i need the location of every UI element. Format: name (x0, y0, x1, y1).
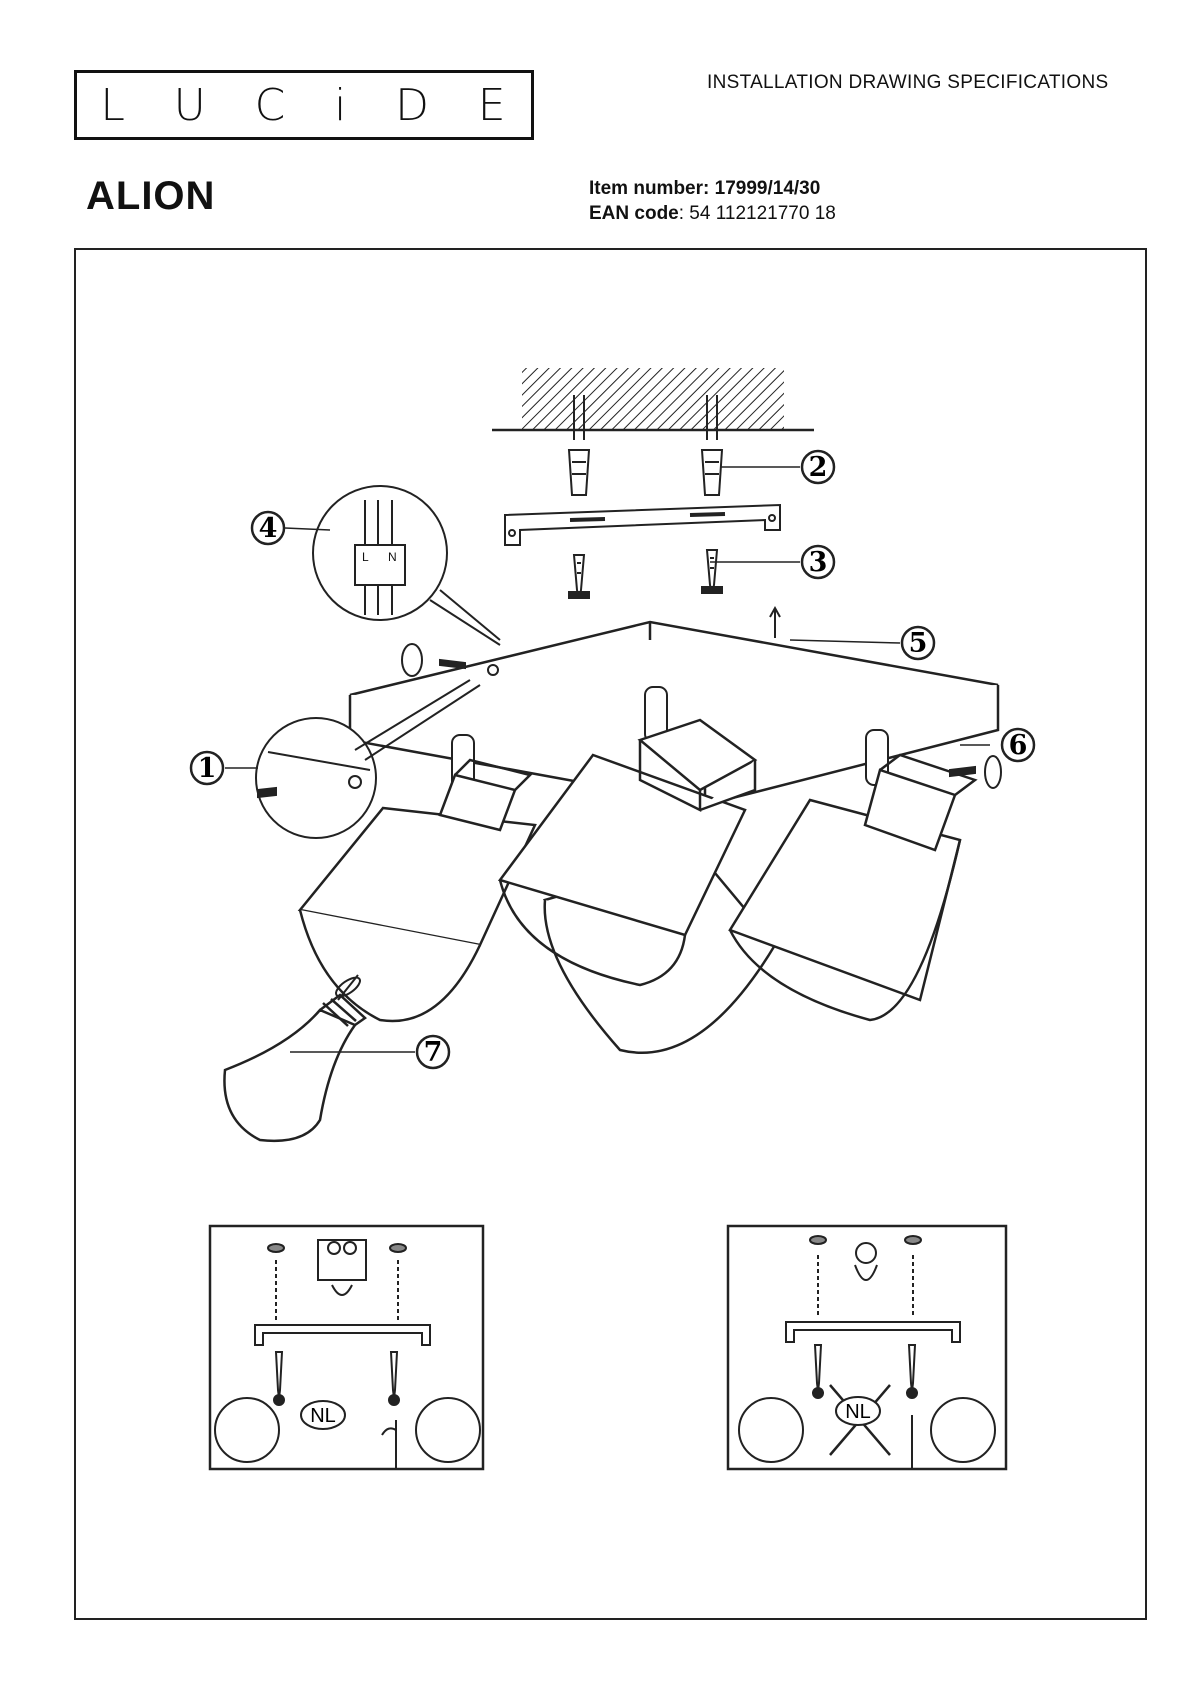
product-name: ALION (86, 174, 216, 218)
inset-panel-right: NL (726, 1224, 1008, 1471)
lamp-shade-front (497, 718, 758, 987)
nl-badge-left: NL (310, 1405, 336, 1427)
item-number-value: 17999/14/30 (714, 178, 821, 199)
ean-value: : 54 112121770 18 (678, 203, 836, 224)
nl-badge-right: NL (845, 1401, 871, 1423)
callouts: 1 2 3 4 5 6 7 (189, 449, 1036, 1070)
ean-label: EAN code (589, 203, 679, 224)
drawing-frame (74, 248, 1147, 1620)
screw-detail (255, 679, 481, 839)
callout-leaders (225, 466, 990, 1053)
document-type: INSTALLATION DRAWING SPECIFICATIONS (707, 72, 1109, 93)
ean-line: EAN code: 54 112121770 18 (589, 201, 836, 226)
logo-letter: E (477, 79, 508, 131)
up-arrow-icon (769, 605, 781, 638)
logo-letter: C (254, 79, 288, 131)
svg-text:1: 1 (198, 753, 217, 784)
callout-6: 6 (1000, 727, 1036, 763)
lamp-shade-left (297, 758, 537, 1023)
svg-text:6: 6 (1009, 730, 1028, 761)
svg-text:2: 2 (809, 452, 828, 483)
callout-1: 1 (189, 750, 225, 786)
callout-7: 7 (415, 1034, 451, 1070)
logo-letter: L (100, 79, 127, 131)
rotate-icon (335, 974, 361, 1001)
logo-letter: U (173, 79, 208, 131)
canopy-screw (401, 643, 499, 677)
wall-plugs (567, 395, 724, 496)
svg-text:7: 7 (424, 1037, 443, 1068)
lucide-logo: L U C i D E (74, 70, 534, 140)
callout-5: 5 (900, 625, 936, 661)
item-number-label: Item number: (589, 178, 710, 199)
lamp-shades (297, 718, 978, 1055)
terminal-label-l: L (362, 550, 369, 564)
ceiling (492, 368, 814, 432)
product-meta: Item number: 17999/14/30 EAN code: 54 11… (589, 176, 836, 226)
lamp-shade-right (728, 753, 978, 1022)
callout-3: 3 (800, 544, 836, 580)
item-number-line: Item number: 17999/14/30 (589, 176, 836, 201)
inset-panel-left: NL (208, 1224, 485, 1471)
side-screw (949, 755, 1002, 789)
svg-text:3: 3 (809, 547, 828, 578)
mounting-bracket (504, 503, 781, 546)
screws (568, 549, 723, 599)
svg-text:5: 5 (909, 628, 928, 659)
light-bulb (223, 993, 367, 1142)
callout-4: 4 (250, 510, 286, 546)
callout-2: 2 (800, 449, 836, 485)
terminal-label-n: N (388, 550, 397, 564)
svg-text:4: 4 (259, 513, 278, 544)
logo-letter: D (395, 79, 432, 131)
terminal-detail: L N (312, 485, 501, 646)
logo-letter: i (334, 79, 349, 131)
